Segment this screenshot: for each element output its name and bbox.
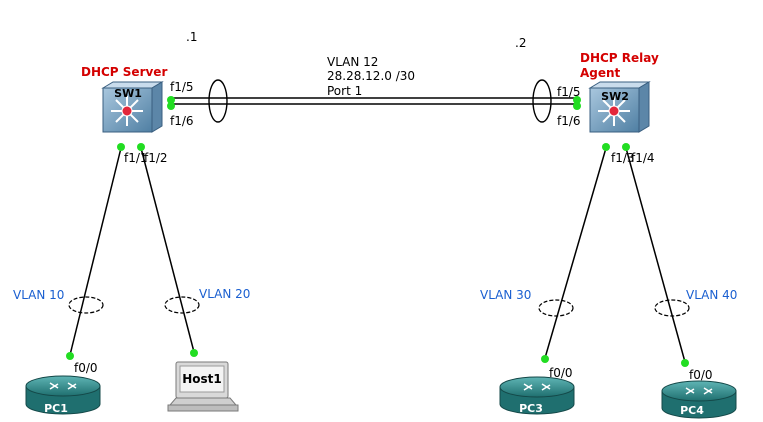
multilayer-switch-icon <box>101 81 164 133</box>
pc3-name: PC3 <box>519 402 543 415</box>
trunk-subnet: 28.28.12.0 /30 <box>327 69 415 83</box>
sw2-port-f1-4-dot <box>622 143 630 151</box>
sw1-device[interactable]: SW1 <box>101 81 164 133</box>
sw1-port-f1-6-dot <box>167 102 175 110</box>
sw2-port-f1-3-dot <box>602 143 610 151</box>
pc4-port: f0/0 <box>689 368 713 382</box>
router-icon <box>25 375 101 415</box>
multilayer-switch-icon <box>588 81 651 133</box>
trunk-vlan: VLAN 12 <box>327 55 378 69</box>
sw1-port-c: f1/1 <box>124 151 148 165</box>
sw2-role-line2: Agent <box>580 66 621 80</box>
pc4-device[interactable]: PC4 <box>661 380 737 419</box>
trunk-ellipse-left <box>208 79 228 123</box>
trunk-ellipse-right <box>532 79 552 123</box>
host1-device[interactable]: Host1 <box>167 361 239 412</box>
pc3-port: f0/0 <box>549 366 573 380</box>
pc3-vlan: VLAN 30 <box>480 288 531 302</box>
link-sw1-host1 <box>140 147 195 353</box>
pc3-device[interactable]: PC3 <box>499 376 575 415</box>
pc4-name: PC4 <box>680 404 704 417</box>
sw1-role: DHCP Server <box>81 65 167 79</box>
sw1-port-f1-2-dot <box>137 143 145 151</box>
sw2-port-b: f1/6 <box>557 114 581 128</box>
pc1-port-dot <box>66 352 74 360</box>
pc1-port: f0/0 <box>74 361 98 375</box>
router-icon <box>661 380 737 419</box>
pc4-vlan: VLAN 40 <box>686 288 737 302</box>
pc4-port-dot <box>681 359 689 367</box>
pc1-vlan: VLAN 10 <box>13 288 64 302</box>
sw2-port-f1-6-dot <box>573 102 581 110</box>
sw2-port-c: f1/3 <box>611 151 635 165</box>
router-icon <box>499 376 575 415</box>
sw2-name: SW2 <box>601 90 629 103</box>
sw1-name: SW1 <box>114 87 142 100</box>
sw2-device[interactable]: SW2 <box>588 81 651 133</box>
sw2-port-d: f1/4 <box>631 151 655 165</box>
workstation-icon <box>167 361 239 412</box>
link-sw1-pc1 <box>69 147 122 356</box>
trunk-link <box>170 97 578 105</box>
link-sw2-pc4 <box>625 147 686 363</box>
vlan10-ellipse <box>68 296 104 314</box>
pc1-device[interactable]: PC1 <box>25 375 101 415</box>
sw1-port-f1-5-dot <box>167 96 175 104</box>
vlan20-ellipse <box>164 296 200 314</box>
sw1-port-f1-1-dot <box>117 143 125 151</box>
vlan40-ellipse <box>654 299 690 317</box>
sw1-port-d: f1/2 <box>144 151 168 165</box>
host1-name: Host1 <box>182 372 222 386</box>
port-dots <box>66 96 689 367</box>
trunk-left-ip: .1 <box>186 30 197 44</box>
pc1-name: PC1 <box>44 402 68 415</box>
sw2-role-line1: DHCP Relay <box>580 51 659 65</box>
link-sw2-pc3 <box>544 147 607 359</box>
vlan30-ellipse <box>538 299 574 317</box>
sw1-port-b: f1/6 <box>170 114 194 128</box>
sw1-port-a: f1/5 <box>170 80 194 94</box>
host1-vlan: VLAN 20 <box>199 287 250 301</box>
trunk-right-ip: .2 <box>515 36 526 50</box>
pc3-port-dot <box>541 355 549 363</box>
trunk-port: Port 1 <box>327 84 362 98</box>
sw2-port-a: f1/5 <box>557 85 581 99</box>
sw2-port-f1-5-dot <box>573 96 581 104</box>
host1-port-dot <box>190 349 198 357</box>
